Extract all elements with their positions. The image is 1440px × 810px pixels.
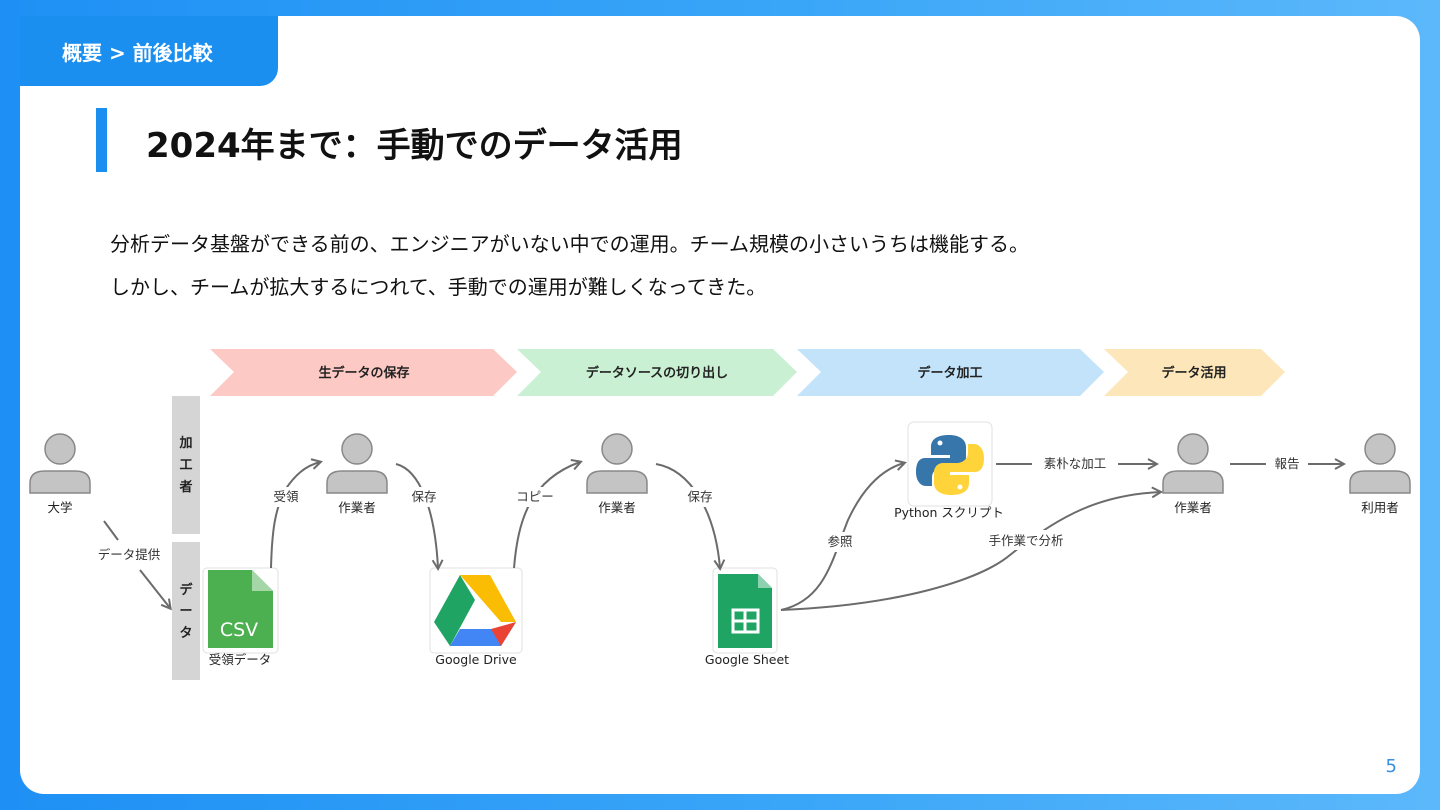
python-icon-yellow [934, 444, 984, 495]
person-icon [601, 433, 633, 465]
python-icon-eye-1 [937, 440, 943, 446]
person-body [586, 470, 648, 494]
arrow-manual-analysis [780, 492, 1160, 611]
edge-label-copy: コピー [516, 489, 554, 504]
edge-label-simple-process: 素朴な加工 [1044, 456, 1107, 471]
stage-source-extract: データソースの切り出し [517, 349, 797, 396]
slide: 概要 > 前後比較 [20, 16, 1420, 794]
person-icon [1177, 433, 1209, 465]
stage-source-extract-label: データソースの切り出し [586, 365, 728, 381]
arrow-save-2 [655, 463, 720, 568]
label-bg-provide [93, 544, 165, 564]
edge-label-report: 報告 [1274, 456, 1299, 471]
row-label-process: 加 工 者 [172, 396, 200, 534]
stage-utilization: データ活用 [1104, 349, 1285, 396]
label-bg-receive [268, 487, 304, 507]
person-body [1162, 470, 1224, 494]
python-icon [916, 435, 984, 495]
csv-file: CSV 受領データ [202, 567, 279, 667]
description-line-2: しかし、チームが拡大するにつれて、手動での運用が難しくなってきた。 [110, 275, 767, 299]
row-label-process-box [172, 396, 200, 534]
stage-processing-label: データ加工 [917, 365, 982, 381]
google-drive-icon-red [491, 622, 516, 646]
edge-label-save-2: 保存 [687, 489, 712, 504]
row-label-data-char-1: デ [179, 582, 193, 598]
actor-worker-3-label: 作業者 [1174, 500, 1212, 515]
actor-worker-1: 作業者 [326, 433, 388, 515]
arrow-provide-b [139, 569, 170, 608]
stage-utilization-shape [1104, 349, 1285, 396]
label-bg-save-1 [406, 487, 442, 507]
stage-source-extract-shape [517, 349, 797, 396]
google-drive-icon [434, 575, 516, 646]
page-number: 5 [1385, 756, 1397, 777]
arrow-copy [513, 462, 580, 569]
arrow-provide-a [103, 520, 119, 541]
edge-label-provide: データ提供 [98, 547, 161, 562]
row-label-data-box [172, 542, 200, 680]
row-label-data-char-3: タ [179, 626, 192, 641]
person-body [29, 470, 91, 494]
csv-file-icon-text: CSV [220, 619, 258, 641]
python-icon-eye-2 [957, 484, 963, 490]
page-title: 2024年まで：手動でのデータ活用 [146, 126, 683, 166]
google-drive-label: Google Drive [435, 652, 517, 667]
actor-worker-2-label: 作業者 [598, 500, 636, 515]
label-bg-copy [511, 487, 559, 507]
person-icon [44, 433, 76, 465]
stage-processing-shape [797, 349, 1104, 396]
title-accent-bar [96, 108, 107, 172]
python-script-label: Python スクリプト [894, 505, 1004, 520]
edge-label-save-1: 保存 [411, 489, 436, 504]
person-icon [1364, 433, 1396, 465]
person-body [1349, 470, 1411, 494]
actor-worker-2: 作業者 [586, 433, 648, 515]
actor-worker-3: 作業者 [1162, 433, 1224, 515]
stage-raw-save-label: 生データの保存 [318, 365, 409, 381]
person-icon [341, 433, 373, 465]
google-sheet-corner [758, 574, 772, 588]
edge-label-refer: 参照 [827, 534, 852, 549]
google-drive: Google Drive [429, 567, 523, 667]
row-label-process-char-1: 加 [178, 436, 192, 451]
arrow-save-1 [395, 463, 438, 568]
label-bg-save-2 [682, 487, 718, 507]
actor-university-label: 大学 [47, 500, 72, 515]
person-body [326, 470, 388, 494]
edge-label-manual-analysis: 手作業で分析 [988, 533, 1063, 548]
label-bg-manual-analysis [980, 530, 1072, 550]
arrow-receive [270, 462, 320, 569]
actor-university: 大学 [29, 433, 91, 515]
stage-raw-save: 生データの保存 [210, 349, 517, 396]
row-label-process-char-3: 者 [178, 479, 192, 495]
csv-file-corner [252, 570, 273, 591]
stage-utilization-label: データ活用 [1161, 365, 1226, 381]
stage-raw-save-shape [210, 349, 517, 396]
actor-user-label: 利用者 [1361, 500, 1399, 515]
python-script: Python スクリプト [894, 421, 1004, 520]
actor-user: 利用者 [1349, 433, 1411, 515]
csv-file-label: 受領データ [209, 652, 272, 667]
row-label-process-char-2: 工 [179, 458, 192, 473]
row-label-data-char-2: ー [179, 604, 192, 619]
label-bg-refer [822, 532, 858, 552]
google-sheet-label: Google Sheet [705, 652, 789, 667]
stage-processing: データ加工 [797, 349, 1104, 396]
edge-label-receive: 受領 [273, 489, 299, 504]
arrow-refer [780, 463, 904, 611]
google-sheet: Google Sheet [705, 567, 789, 667]
description-line-1: 分析データ基盤ができる前の、エンジニアがいない中での運用。チーム規模の小さいうち… [110, 232, 1029, 256]
python-icon-blue [916, 435, 966, 486]
actor-worker-1-label: 作業者 [338, 500, 376, 515]
google-drive-icon-yellow [460, 575, 516, 622]
breadcrumb[interactable]: 概要 > 前後比較 [20, 16, 278, 86]
google-drive-icon-green [434, 575, 475, 646]
row-label-data: デ ー タ [172, 542, 200, 680]
